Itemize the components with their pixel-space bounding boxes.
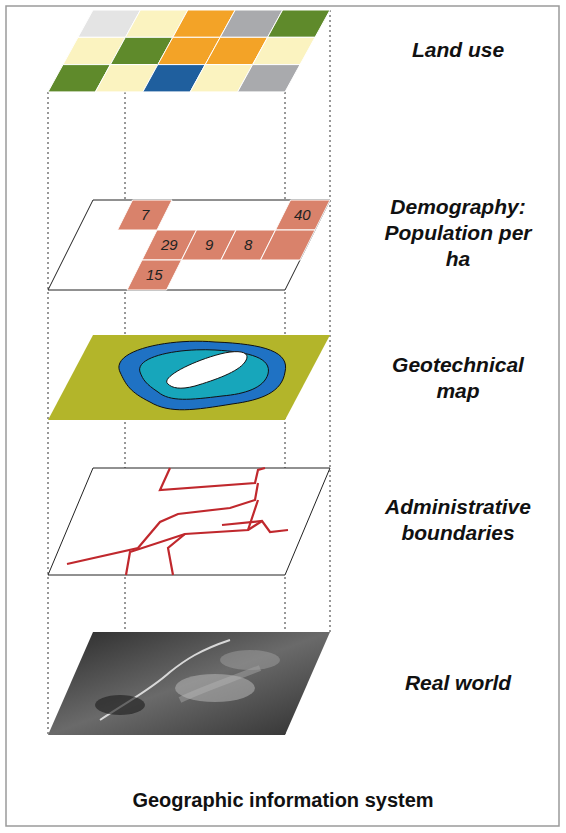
geotechnical-layer [48,335,330,420]
population-cell [118,200,173,230]
land-use-cell [253,37,315,64]
population-value: 15 [146,267,163,283]
land-use-cell [268,10,330,37]
population-value: 29 [161,237,178,253]
population-cell [261,230,316,260]
layer-label: Land use [358,37,558,63]
population-value: 9 [205,237,213,253]
population-value: 40 [294,207,311,223]
frame [6,6,559,826]
population-value: 8 [244,237,252,253]
real-world-photo [48,632,330,735]
layer-label: Demography: Population per ha [383,194,533,272]
title: Geographic information system [10,788,556,812]
layer-label: Administrative boundaries [373,494,543,546]
layer-label: Geotechnical map [383,352,533,404]
population-value: 7 [141,207,149,223]
demography-cells [118,200,331,290]
land-use-layer [48,10,330,92]
administrative-layer [48,468,330,575]
layer-label: Real world [358,670,558,696]
demography-layer [48,200,330,290]
population-cell [276,200,331,230]
land-use-cell [238,65,300,92]
projection-lines [48,10,330,735]
population-cell [127,260,182,290]
